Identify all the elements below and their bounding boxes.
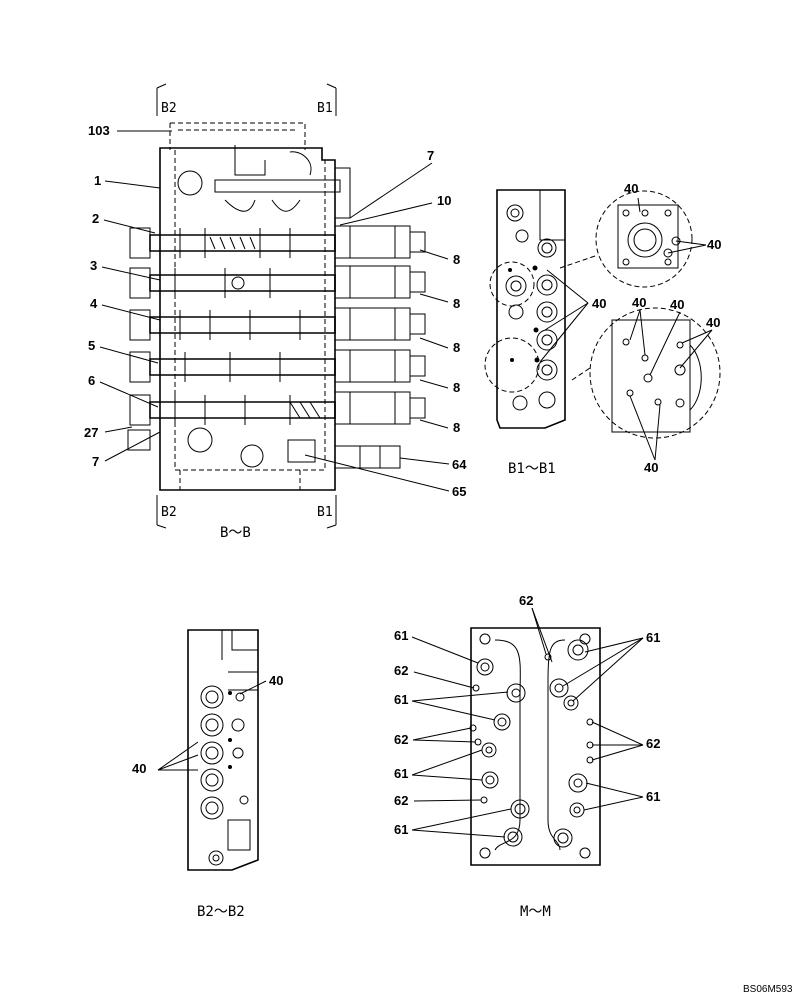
callout-62-mm-b: 62 xyxy=(394,663,408,678)
block-b2 xyxy=(187,629,259,871)
valve-body xyxy=(159,122,351,491)
section-marker-b1-top: B1 xyxy=(317,83,337,116)
callout-2: 2 xyxy=(92,211,99,226)
callout-1: 1 xyxy=(94,173,101,188)
callout-5: 5 xyxy=(88,338,95,353)
callout-8-c: 8 xyxy=(453,340,460,355)
callout-8-e: 8 xyxy=(453,420,460,435)
leader-lines-mm xyxy=(411,607,644,838)
callout-62-mm-c: 62 xyxy=(394,732,408,747)
callout-8-d: 8 xyxy=(453,380,460,395)
spool-row-5 xyxy=(127,394,336,468)
callout-27: 27 xyxy=(84,425,98,440)
callout-40-b1-a: 40 xyxy=(624,181,638,196)
drawing-code: BS06M593 xyxy=(743,984,793,995)
section-marker-b2-bottom: B2 xyxy=(156,495,177,529)
section-mark-b1-bottom: B1 xyxy=(317,505,333,520)
plug-64 xyxy=(287,439,401,469)
callout-3: 3 xyxy=(90,258,97,273)
relief-cartridge-2 xyxy=(334,265,426,299)
leader-lines-bb xyxy=(99,130,450,492)
section-mark-b2-bottom: B2 xyxy=(161,505,177,520)
callout-40-b2-b: 40 xyxy=(132,761,146,776)
callout-4: 4 xyxy=(90,296,98,311)
callout-6: 6 xyxy=(88,373,95,388)
callout-61-mm-f: 61 xyxy=(646,789,660,804)
callout-10: 10 xyxy=(437,193,451,208)
callout-7-right: 7 xyxy=(427,148,434,163)
callouts-bb: 103 1 2 3 4 5 6 27 7 7 10 8 8 8 8 8 64 6… xyxy=(84,123,467,499)
callout-40-b1-b: 40 xyxy=(707,237,721,252)
callouts-mm: 62 61 61 62 61 62 61 62 62 61 61 xyxy=(394,593,660,837)
detail-circle-upper xyxy=(559,190,693,288)
section-mark-b1-top: B1 xyxy=(317,101,333,116)
view-b2: 40 40 B2～B2 xyxy=(132,629,283,920)
callout-65: 65 xyxy=(452,484,466,499)
block-mm xyxy=(469,627,601,866)
callout-62-mm-a: 62 xyxy=(519,593,533,608)
callout-62-mm-e: 62 xyxy=(646,736,660,751)
callout-61-mm-c: 61 xyxy=(394,692,408,707)
view-bb: B2 B1 B2 B1 xyxy=(84,83,467,541)
callout-8-b: 8 xyxy=(453,296,460,311)
callout-103: 103 xyxy=(88,123,110,138)
leader-lines-b1 xyxy=(539,197,713,461)
callout-61-mm-e: 61 xyxy=(394,822,408,837)
view-b1: 40 40 40 40 40 40 40 B1～B1 xyxy=(484,181,721,477)
view-title-b2: B2～B2 xyxy=(197,904,245,920)
callout-40-b1-d: 40 xyxy=(632,295,646,310)
callout-61-mm-a: 61 xyxy=(394,628,408,643)
callout-40-b1-g: 40 xyxy=(644,460,658,475)
relief-cartridge-5 xyxy=(334,391,426,425)
callouts-b2: 40 40 xyxy=(132,673,283,776)
detail-circle-lower xyxy=(571,307,721,439)
callout-40-b1-e: 40 xyxy=(670,297,684,312)
block-b1 xyxy=(484,189,566,429)
section-marker-b1-bottom: B1 xyxy=(317,495,337,529)
callout-40-b1-f: 40 xyxy=(706,315,720,330)
callouts-b1: 40 40 40 40 40 40 40 xyxy=(592,181,721,475)
relief-cartridge-1 xyxy=(334,225,426,259)
callout-61-mm-d: 61 xyxy=(394,766,408,781)
callout-8-a: 8 xyxy=(453,252,460,267)
callout-62-mm-d: 62 xyxy=(394,793,408,808)
view-title-b1: B1～B1 xyxy=(508,461,556,477)
callout-64: 64 xyxy=(452,457,467,472)
leader-lines-b2 xyxy=(157,680,267,771)
relief-cartridge-4 xyxy=(334,349,426,383)
callout-61-mm-b: 61 xyxy=(646,630,660,645)
callout-40-b1-c: 40 xyxy=(592,296,606,311)
callout-40-b2-a: 40 xyxy=(269,673,283,688)
callout-7-left: 7 xyxy=(92,454,99,469)
section-marker-b2-top: B2 xyxy=(156,83,177,116)
view-mm: 62 61 61 62 61 62 61 62 62 61 61 M～M xyxy=(394,593,660,920)
view-title-mm: M～M xyxy=(520,904,551,920)
relief-cartridge-3 xyxy=(334,307,426,341)
view-title-bb: B～B xyxy=(220,525,251,541)
section-mark-b2-top: B2 xyxy=(161,101,177,116)
